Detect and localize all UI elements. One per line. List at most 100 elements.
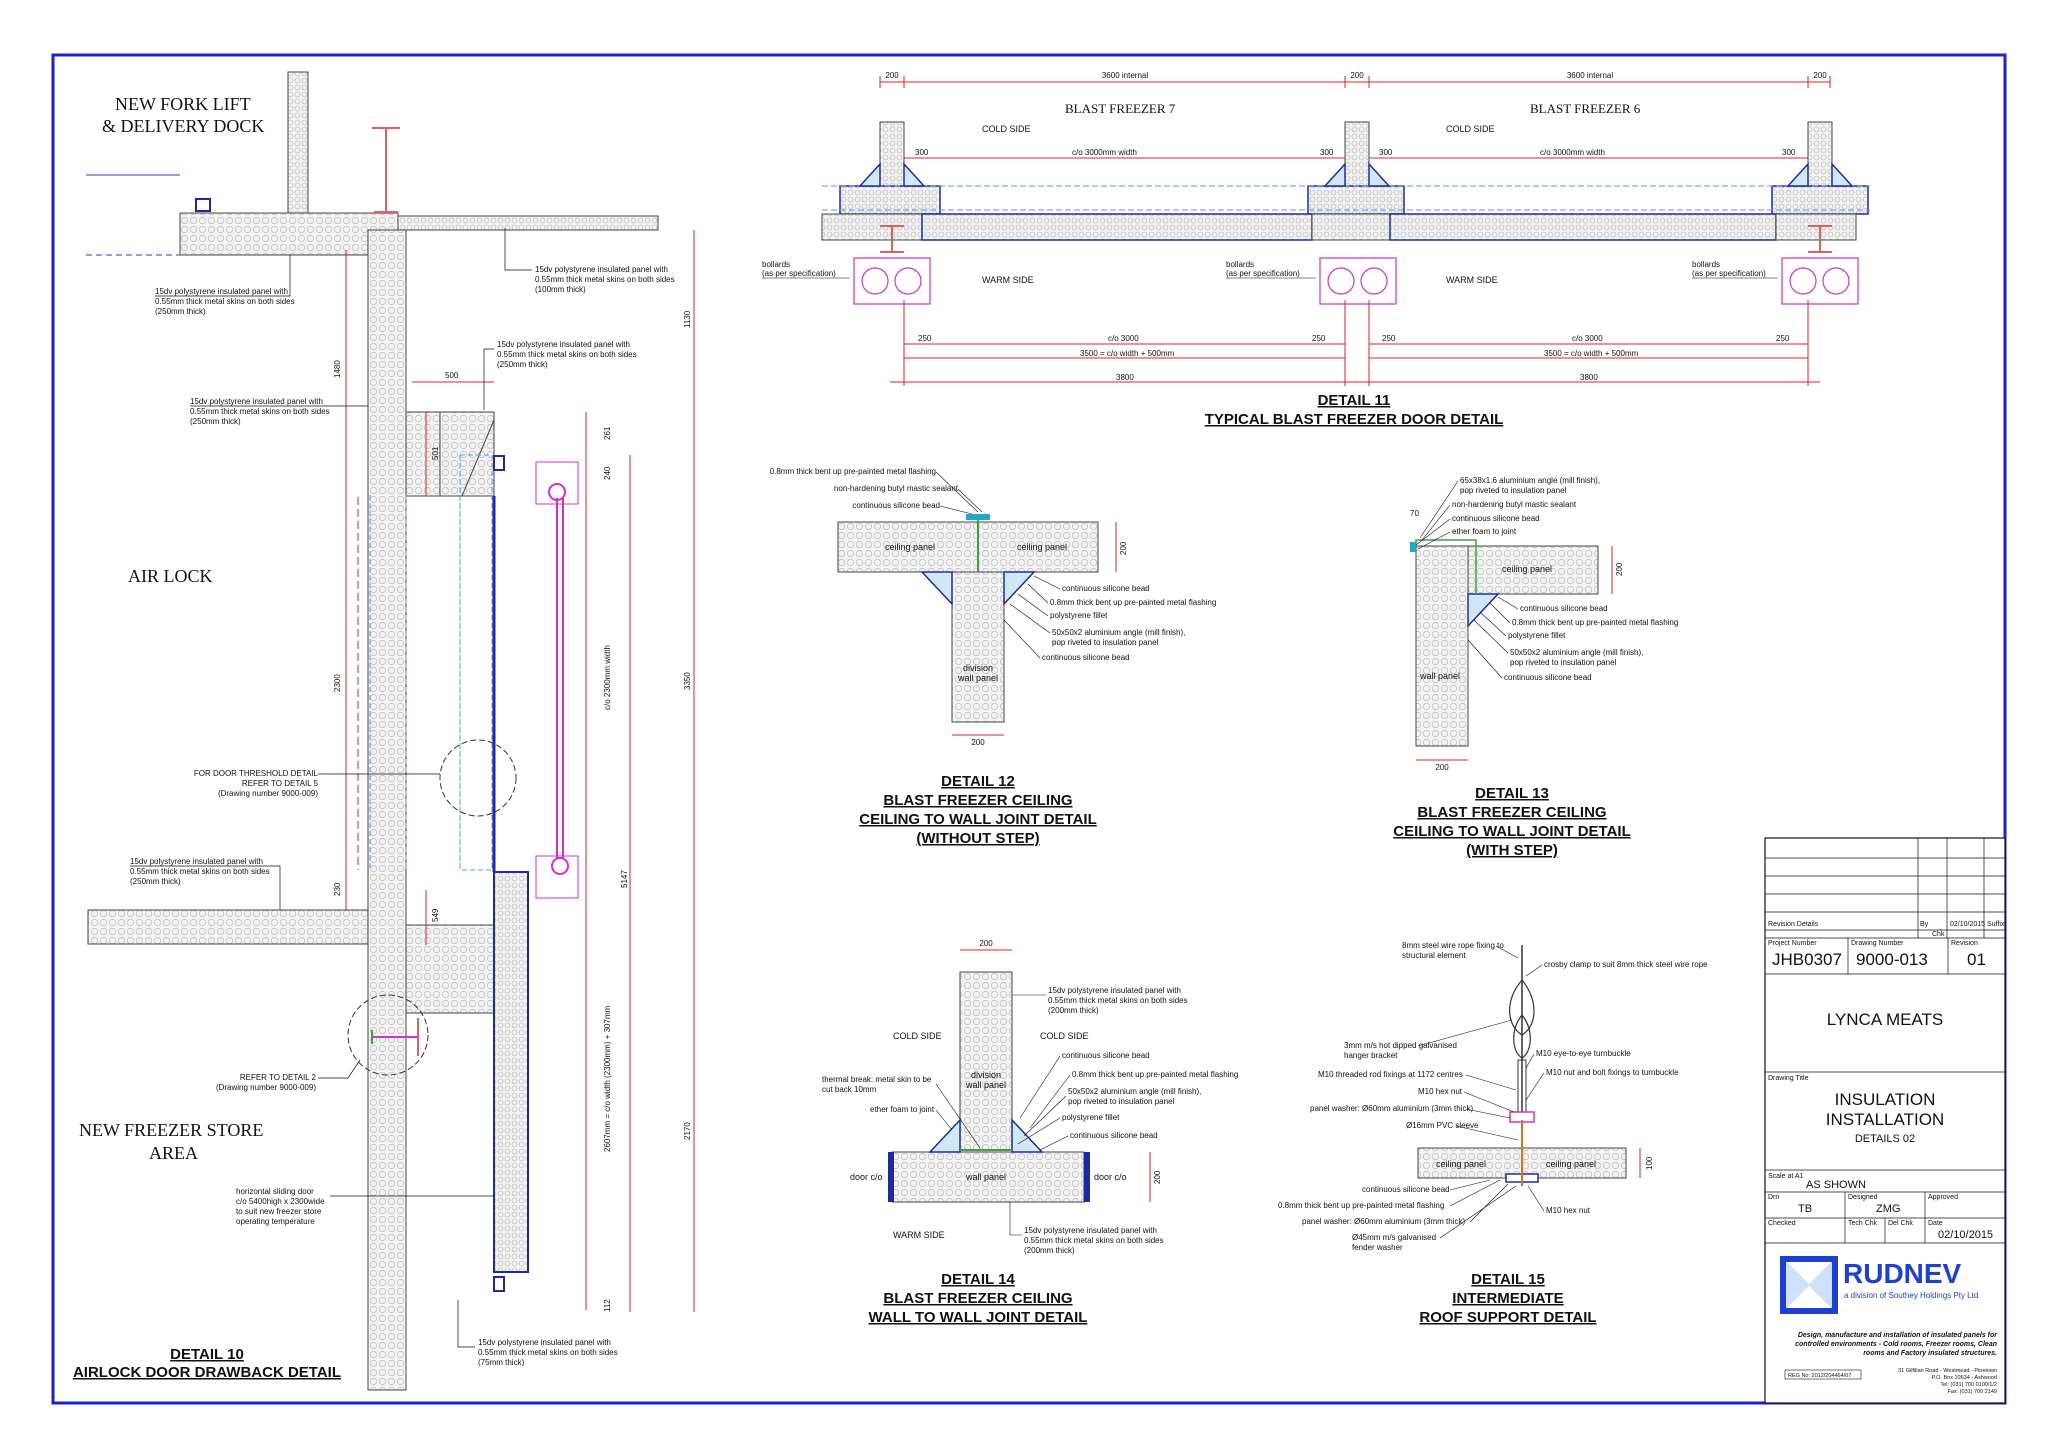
client-name: LYNCA MEATS [1827,1010,1944,1029]
detail-14: 200 COLD SIDE COLD SIDE WARM SIDE divisi… [822,939,1238,1326]
svg-text:300: 300 [1782,148,1796,157]
svg-text:200: 200 [979,939,993,948]
svg-text:(250mm thick): (250mm thick) [130,877,181,886]
svg-text:31 Gilfillan Road - Westmead -: 31 Gilfillan Road - Westmead - Pinetown [1898,1368,1997,1374]
svg-text:division: division [971,1070,1001,1080]
svg-text:non-hardening butyl mastic sea: non-hardening butyl mastic sealant [1452,500,1577,509]
d11-bollard-notes: bollards (as per specification) bollards… [762,260,1778,279]
svg-text:(250mm thick): (250mm thick) [155,307,206,316]
svg-text:Suffix: Suffix [1987,921,2005,928]
svg-text:wall panel: wall panel [957,673,998,683]
svg-text:WALL TO WALL JOINT DETAIL: WALL TO WALL JOINT DETAIL [869,1309,1088,1326]
svg-text:COLD SIDE: COLD SIDE [1446,124,1495,134]
svg-text:65x38x1.6 aluminium angle (mil: 65x38x1.6 aluminium angle (mill finish), [1460,476,1600,485]
svg-text:50x50x2 aluminium angle (mill: 50x50x2 aluminium angle (mill finish), [1510,648,1643,657]
svg-text:continuous silicone bead: continuous silicone bead [1362,1185,1450,1194]
svg-text:3800: 3800 [1116,373,1134,382]
svg-text:polystyrene fillet: polystyrene fillet [1508,631,1566,640]
svg-text:(75mm thick): (75mm thick) [478,1358,525,1367]
svg-text:Ø16mm PVC sleeve: Ø16mm PVC sleeve [1406,1121,1479,1130]
svg-text:(200mm thick): (200mm thick) [1024,1246,1075,1255]
svg-text:c/o 3000: c/o 3000 [1108,334,1139,343]
svg-text:3500 = c/o width + 500mm: 3500 = c/o width + 500mm [1544,349,1639,358]
svg-text:300: 300 [1320,148,1334,157]
svg-text:Ø45mm m/s galvanised: Ø45mm m/s galvanised [1352,1233,1436,1242]
svg-text:P.O. Box 10634 - Ashwood: P.O. Box 10634 - Ashwood [1932,1375,1997,1381]
d10-note-2: 15dv polystyrene insulated panel with 0.… [155,255,295,316]
scale: AS SHOWN [1806,1179,1866,1191]
panel-left-horizontal [87,909,369,945]
drawing-title-1: INSULATION [1835,1090,1936,1109]
door-bracket-bottom [493,1276,505,1292]
room-bf7: BLAST FREEZER 7 [1065,101,1176,116]
svg-text:ether foam to joint: ether foam to joint [1452,527,1517,536]
svg-text:c/o 3000mm width: c/o 3000mm width [1540,148,1605,157]
d10-note-9: 15dv polystyrene insulated panel with 0.… [457,1300,618,1367]
svg-text:15dv polystyrene insulated pan: 15dv polystyrene insulated panel with [190,397,323,406]
area-airlock-label: AIR LOCK [128,566,213,586]
dim-co-2300: c/o 2300mm width [603,645,612,710]
detail12-number: DETAIL 12 [941,773,1015,790]
dim-co-2607: 2607mm = c/o width (2300mm) + 307mm [603,1005,612,1152]
detail15-number: DETAIL 15 [1471,1271,1545,1288]
steel-i-beam-mid [371,1018,419,1056]
svg-text:COLD SIDE: COLD SIDE [982,124,1031,134]
svg-text:0.55mm thick metal skins on bo: 0.55mm thick metal skins on both sides [190,407,330,416]
door-handle [535,461,579,899]
svg-text:(200mm thick): (200mm thick) [1048,1006,1099,1015]
svg-text:REG No: 2012/204464/07: REG No: 2012/204464/07 [1788,1373,1851,1379]
title-block: Revision Details By Chk 02/10/2015 Suffi… [1764,837,2006,1404]
dim-549: 549 [431,908,440,922]
svg-text:Revision Details: Revision Details [1768,921,1819,928]
svg-text:200: 200 [1153,1170,1162,1184]
svg-text:wall panel: wall panel [965,1080,1006,1090]
svg-text:3600 internal: 3600 internal [1567,71,1613,80]
svg-text:Approved: Approved [1928,1194,1958,1201]
svg-text:15dv polystyrene insulated pan: 15dv polystyrene insulated panel with [1048,986,1181,995]
svg-text:c/o 3000mm width: c/o 3000mm width [1072,148,1137,157]
svg-text:Fax: (031) 700 2149: Fax: (031) 700 2149 [1947,1389,1997,1395]
svg-text:continuous silicone bead: continuous silicone bead [852,501,940,510]
area-store-label-1: NEW FREEZER STORE [79,1120,263,1140]
dim-3350: 3350 [683,672,692,690]
svg-text:02/10/2015: 02/10/2015 [1950,921,1985,928]
svg-text:3mm m/s hot dipped galvanised: 3mm m/s hot dipped galvanised [1344,1041,1457,1050]
panel-horizontal-top [179,212,399,256]
svg-text:200: 200 [1615,562,1624,576]
detail2-callout-circle [347,994,429,1076]
svg-text:0.8mm thick bent up pre-painte: 0.8mm thick bent up pre-painted metal fl… [1512,618,1678,627]
door-bracket-top [493,455,505,471]
svg-text:100: 100 [1645,1156,1654,1170]
svg-text:REFER TO DETAIL 5: REFER TO DETAIL 5 [242,779,319,788]
svg-text:3600 internal: 3600 internal [1102,71,1148,80]
svg-text:c/o 3000: c/o 3000 [1572,334,1603,343]
svg-text:Drawing Number: Drawing Number [1851,940,1904,947]
svg-text:ceiling panel: ceiling panel [885,542,935,552]
svg-text:BLAST FREEZER CEILING: BLAST FREEZER CEILING [883,792,1072,809]
svg-text:Drn: Drn [1768,1194,1779,1201]
dock-bracket [195,198,211,212]
svg-text:hanger bracket: hanger bracket [1344,1051,1398,1060]
panel-horizontal-top-thin [397,215,659,231]
area-dock-label-2: & DELIVERY DOCK [102,116,264,136]
svg-text:M10 nut and bolt fixings to tu: M10 nut and bolt fixings to turnbuckle [1546,1068,1679,1077]
svg-text:COLD SIDE: COLD SIDE [1040,1031,1089,1041]
svg-text:300: 300 [1379,148,1393,157]
svg-text:200: 200 [885,71,899,80]
svg-text:ROOF SUPPORT DETAIL: ROOF SUPPORT DETAIL [1419,1309,1596,1326]
svg-text:(WITH STEP): (WITH STEP) [1466,842,1558,859]
svg-text:COLD SIDE: COLD SIDE [893,1031,942,1041]
svg-text:0.55mm thick metal skins on bo: 0.55mm thick metal skins on both sides [155,297,295,306]
svg-text:3500 = c/o width + 500mm: 3500 = c/o width + 500mm [1080,349,1175,358]
svg-text:Scale at A1: Scale at A1 [1768,1173,1804,1180]
svg-text:0.55mm thick metal skins on bo: 0.55mm thick metal skins on both sides [1048,996,1188,1005]
svg-text:panel washer: Ø60mm aluminium: panel washer: Ø60mm aluminium (3mm thick… [1310,1104,1473,1113]
svg-text:continuous silicone bead: continuous silicone bead [1452,514,1540,523]
svg-text:By: By [1920,921,1929,928]
drawing-date: 02/10/2015 [1938,1229,1993,1241]
detail11-number: DETAIL 11 [1318,392,1391,409]
svg-text:continuous silicone bead: continuous silicone bead [1504,673,1592,682]
svg-text:WARM SIDE: WARM SIDE [1446,275,1498,285]
area-store-label-2: AREA [149,1143,198,1163]
svg-text:crosby clamp to suit 8mm thick: crosby clamp to suit 8mm thick steel wir… [1544,960,1708,969]
